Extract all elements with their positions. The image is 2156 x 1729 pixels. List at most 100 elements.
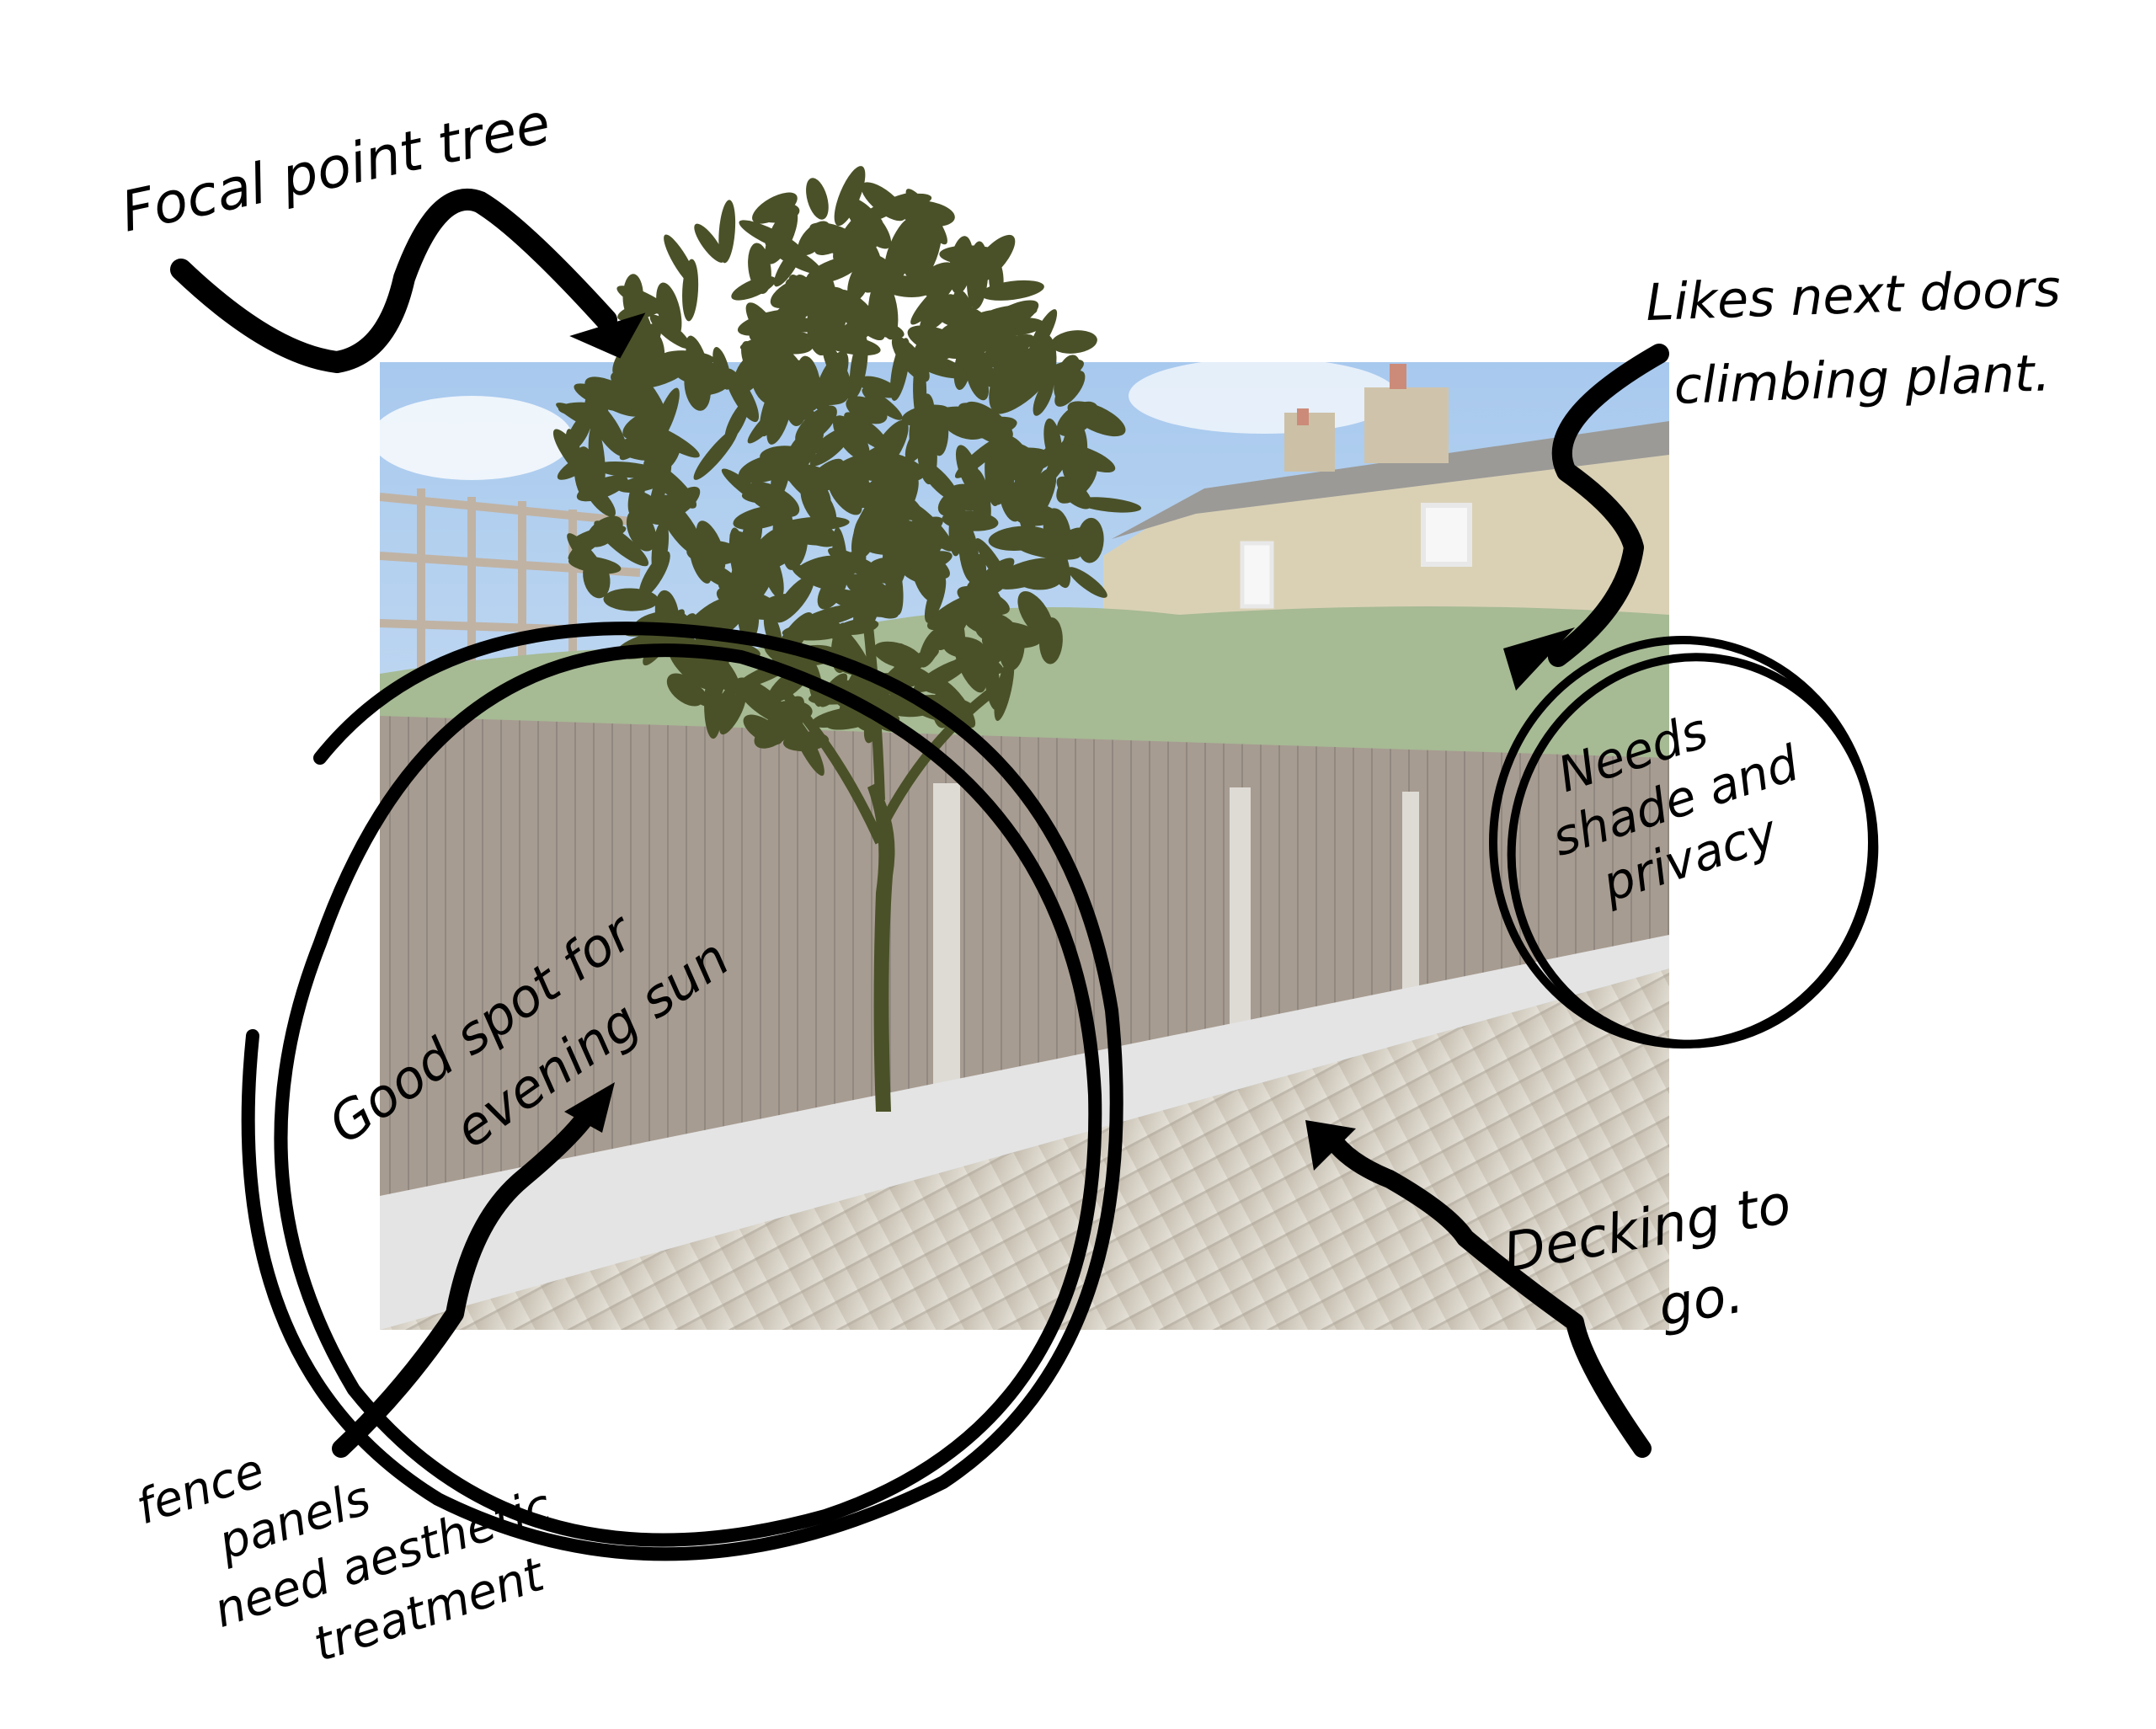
circle-evening-sun (241, 622, 1123, 1561)
tree-leaf (939, 245, 1007, 266)
tree-leaf (1068, 567, 1107, 598)
tree-leaf (1054, 355, 1081, 402)
tree-leaf (627, 473, 646, 516)
tree-leaf (844, 412, 890, 451)
tree-leaf (862, 451, 925, 483)
tree-leaf (964, 401, 1013, 440)
tree-trunk (867, 783, 895, 1112)
tree-leaf (552, 429, 594, 483)
tree-leaf (809, 436, 848, 467)
neighbour-house (1103, 364, 1669, 640)
tree-leaf (845, 574, 897, 607)
tree-leaf (965, 310, 1006, 334)
tree-leaf (558, 402, 609, 417)
tree-leaf (862, 387, 903, 420)
cloud (380, 396, 573, 480)
tree-leaf (1056, 476, 1092, 510)
arrow-to-fence (332, 1082, 615, 1458)
tree-leaf (798, 221, 830, 256)
tree-leaf (891, 336, 930, 382)
trellis (380, 488, 641, 724)
tree-leaf (1076, 517, 1104, 563)
tree-leaf (751, 313, 819, 334)
tree-leaf (825, 617, 871, 675)
tree-leaf (1008, 348, 1054, 376)
tree-leaf (849, 334, 868, 398)
tree-leaf (1056, 401, 1099, 437)
tree-leaf (798, 604, 865, 628)
tree-leaf (878, 473, 919, 537)
tree-leaf (1038, 617, 1063, 664)
tree-leaf (652, 387, 680, 446)
tree-leaf (696, 520, 726, 574)
tree-leaf (957, 329, 1010, 352)
tree-leaf (738, 591, 760, 643)
decking (380, 969, 1669, 1330)
tree-leaf (640, 494, 687, 509)
fence-posts (933, 783, 1419, 1127)
tree-leaf (718, 200, 736, 264)
tree-leaf (901, 404, 951, 427)
tree-leaf (833, 312, 878, 351)
tree-leaf (611, 371, 659, 405)
tree-leaf (682, 259, 699, 322)
tree-leaf (584, 376, 645, 417)
tree-leaf (927, 591, 990, 631)
tree-leaf (953, 658, 999, 680)
tree-leaf (651, 436, 681, 473)
tree-leaf (719, 690, 746, 735)
arrow-to-hedge (1503, 344, 1669, 691)
tree-leaf (741, 488, 789, 504)
tree-leaf (1043, 443, 1094, 467)
tree-leaf (806, 178, 829, 220)
tree-leaf (800, 481, 837, 530)
tree-leaf (931, 322, 965, 359)
tree-leaf (979, 558, 1015, 587)
tree-leaf (712, 347, 731, 390)
tree-leaf (722, 545, 766, 569)
tree-leaf (919, 628, 942, 668)
tree-leaf (1011, 451, 1048, 500)
tree-leaf (864, 242, 884, 298)
tree-leaf (898, 200, 955, 227)
tree-leaf (833, 415, 870, 461)
tree-leaf (834, 166, 866, 227)
tree-leaf (853, 508, 882, 551)
tree-leaf (748, 243, 771, 294)
tree-leaf (568, 520, 616, 561)
tree-leaf (760, 594, 801, 615)
tree-leaf (694, 223, 724, 263)
tree-leaf (911, 523, 938, 579)
tree-leaf (993, 440, 1038, 469)
tree-leaf (690, 544, 712, 584)
tree-leaf (760, 696, 804, 746)
tree-leaf (617, 300, 666, 322)
tree-leaf (937, 486, 976, 517)
tree-leaf (709, 683, 737, 733)
tree-leaf (649, 314, 691, 350)
tree-leaf (942, 412, 987, 440)
tree-leaf (989, 258, 1004, 300)
tree-leaf (1013, 563, 1064, 590)
tree-leaf (1016, 541, 1081, 560)
tree-leaf (626, 509, 657, 552)
tree-leaf (782, 375, 848, 406)
tree-leaf (795, 275, 825, 318)
tree-leaf (651, 520, 670, 577)
tree-leaf (966, 360, 990, 401)
gravel-board (380, 935, 1669, 1330)
annotation-fence-panels: fence panels need aesthetic treatment (130, 1358, 591, 1712)
circle-shade-privacy (1489, 636, 1879, 1049)
tree-leaf (858, 376, 899, 398)
tree-leaf (963, 610, 1016, 638)
tree-leaf (755, 327, 796, 377)
tree-leaf (583, 557, 611, 599)
tree-leaf (817, 573, 846, 610)
arrow-to-tree (170, 188, 646, 373)
tree-leaf (969, 468, 991, 529)
annotation-climbing-plant: Likes next doors climbing plant. (1645, 259, 2080, 417)
tree-leaf (963, 652, 1004, 675)
tree-leaf (845, 197, 892, 249)
tree-leaf (814, 551, 867, 586)
